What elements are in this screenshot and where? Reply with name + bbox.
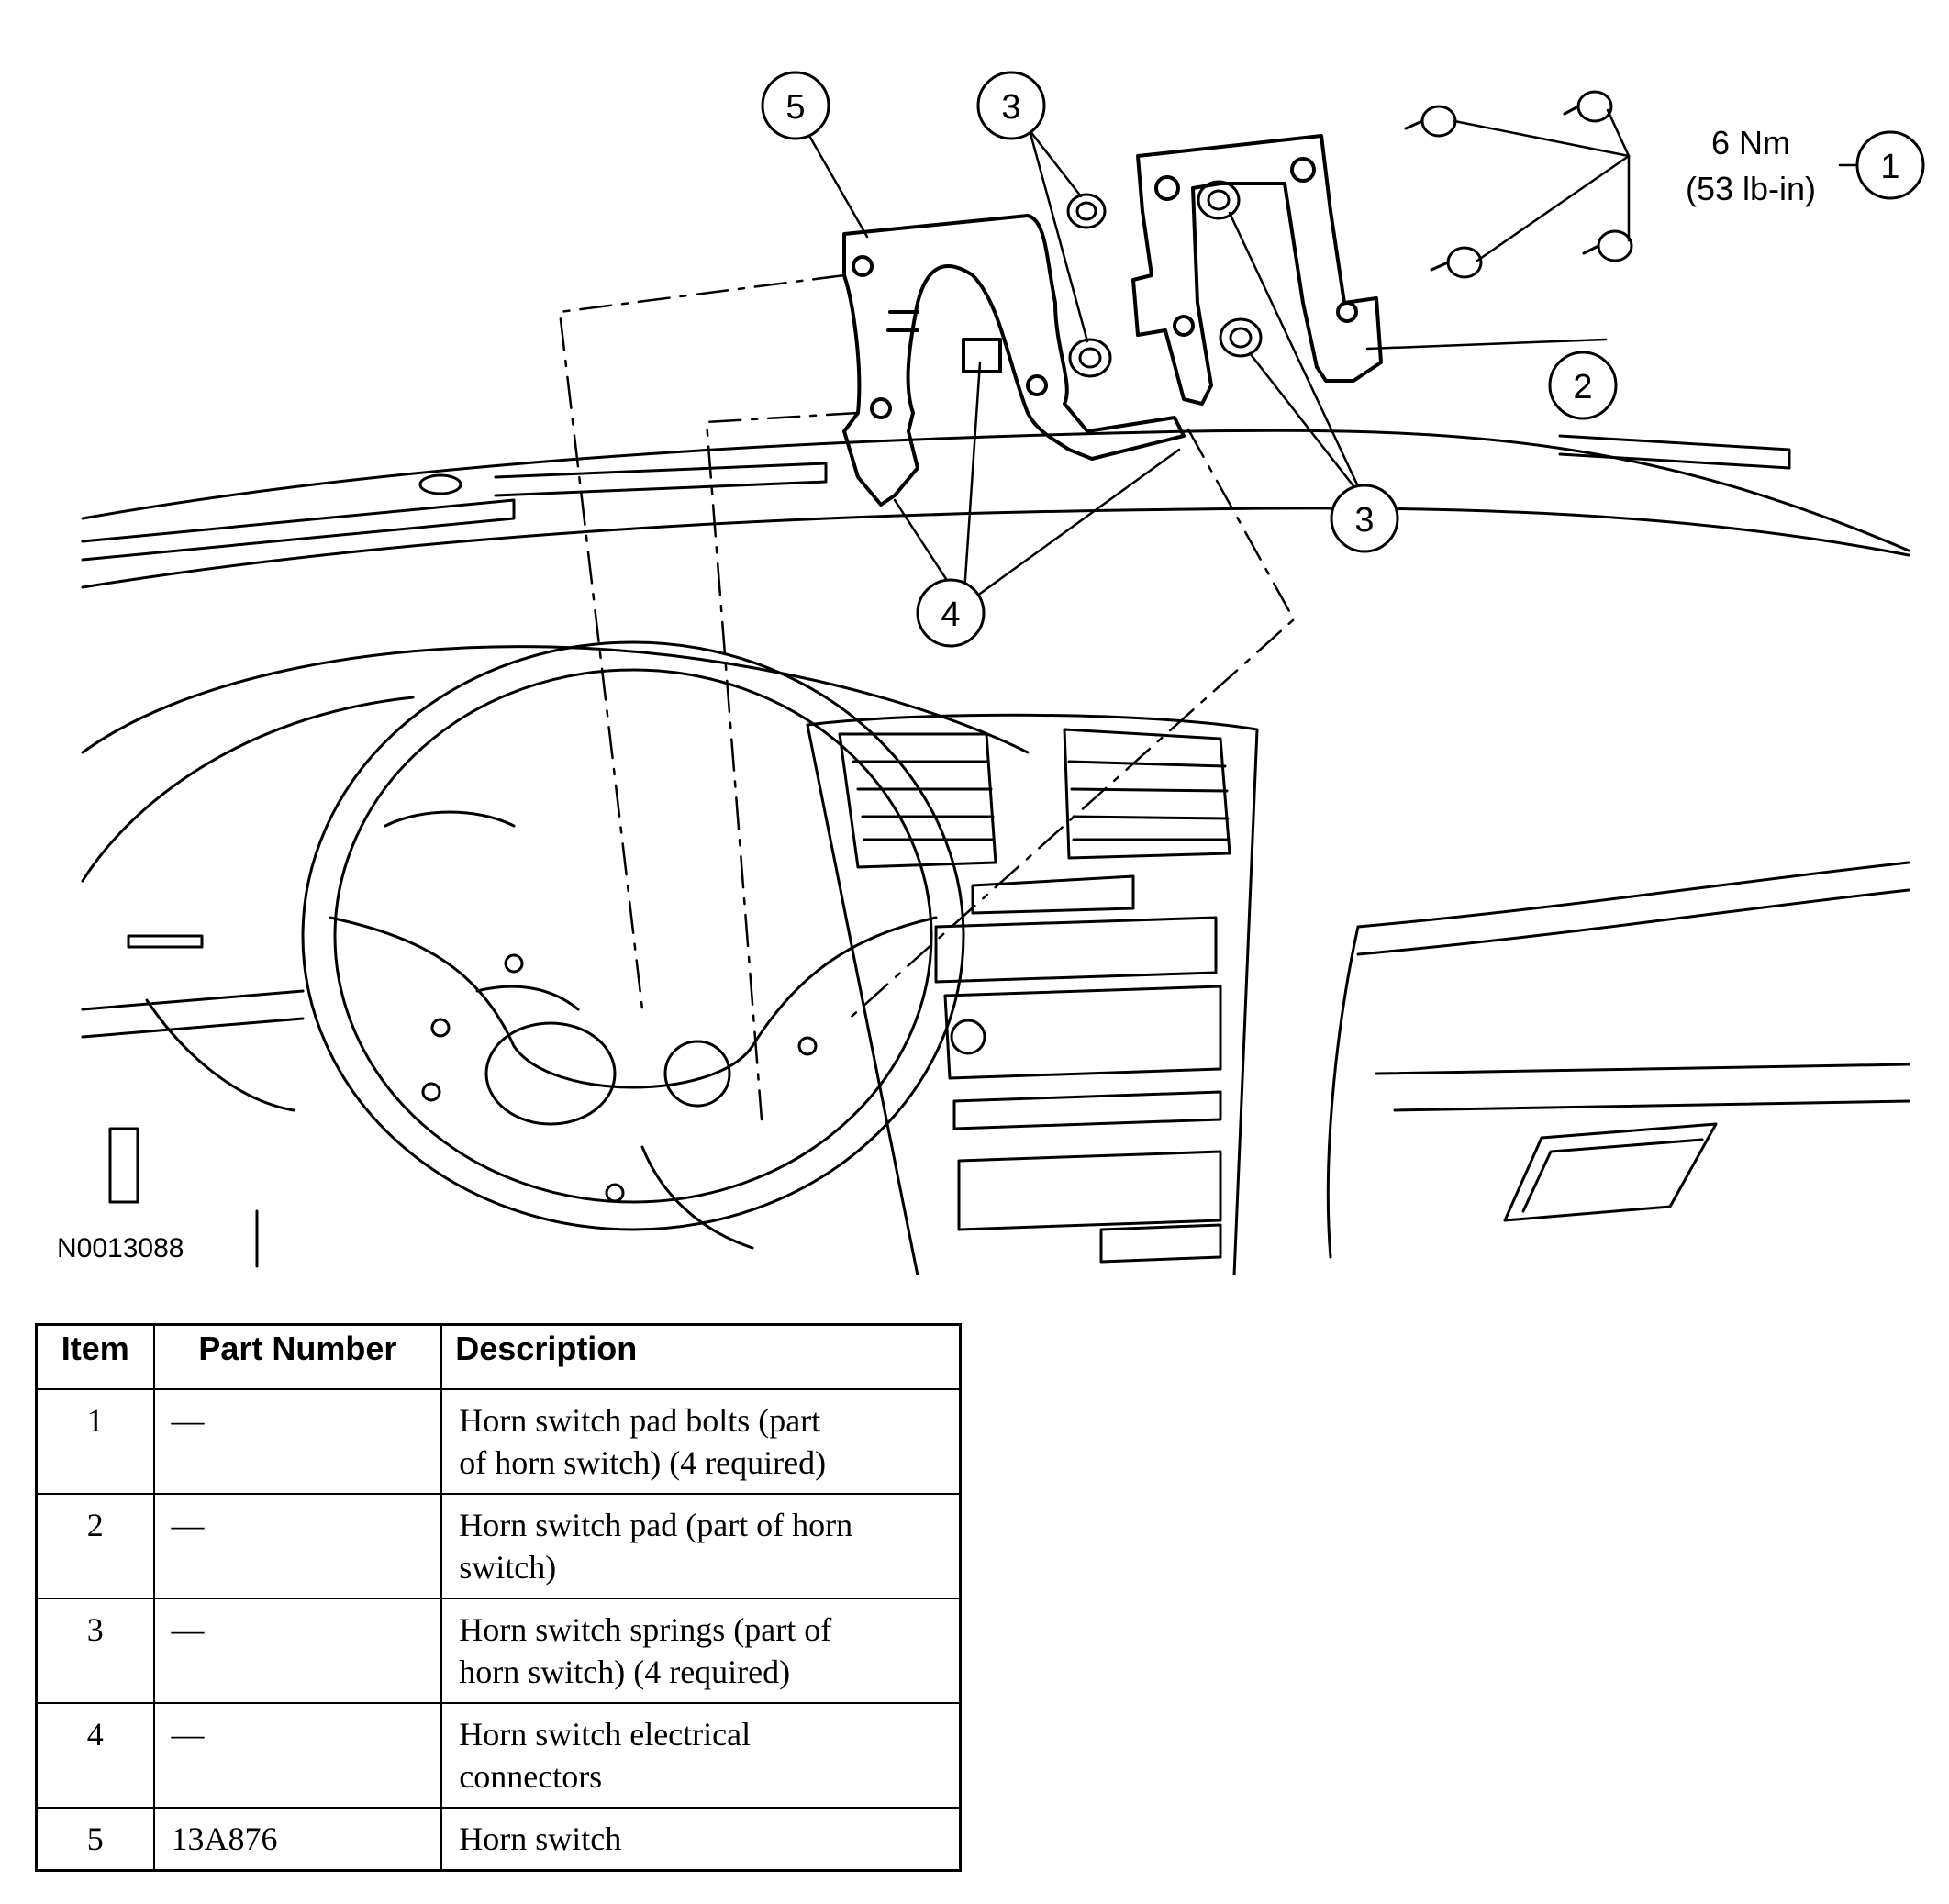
callout-leader-lines — [807, 108, 1857, 607]
table-header-row: Item Part Number Description — [35, 1323, 962, 1390]
callout-label-3-right: 3 — [1354, 501, 1374, 540]
description-cell: Horn switch pad bolts (part of horn switc… — [440, 1388, 962, 1495]
part-number-cell: — — [152, 1702, 443, 1809]
item-cell: 2 — [35, 1493, 155, 1599]
figure-id: N0013088 — [57, 1233, 184, 1264]
callout-label-5: 5 — [785, 88, 805, 127]
parts-table: Item Part Number Description 1 — Horn sw… — [35, 1323, 962, 1872]
callout-circle-1 — [1855, 130, 1925, 200]
dashboard-lower-outline — [81, 861, 1910, 1268]
part-number-cell: — — [152, 1598, 443, 1704]
description-line: Horn switch electrical — [459, 1716, 752, 1753]
description-line: connectors — [459, 1758, 603, 1795]
table-row: 3 — Horn switch springs (part of horn swi… — [35, 1598, 962, 1704]
item-cell: 1 — [35, 1388, 155, 1495]
callout-label-4: 4 — [941, 596, 960, 634]
callout-label-2: 2 — [1573, 368, 1592, 406]
description-line: Horn switch pad (part of horn — [459, 1507, 853, 1543]
description-cell: Horn switch pad (part of horn switch) — [440, 1493, 962, 1599]
description-cell: Horn switch — [440, 1807, 962, 1872]
installation-dashed-lines — [558, 273, 1296, 1121]
part-number-cell: 13A876 — [152, 1807, 443, 1872]
description-line: Horn switch — [459, 1820, 622, 1857]
callout-circle-3-right — [1330, 484, 1399, 553]
torque-spec-nm: 6 Nm — [1711, 124, 1790, 161]
callout-circle-5 — [761, 71, 830, 140]
horn-switch-pad-part — [1131, 134, 1383, 406]
item-cell: 4 — [35, 1702, 155, 1809]
item-cell: 5 — [35, 1807, 155, 1872]
part-number-cell: — — [152, 1493, 443, 1599]
table-row: 1 — Horn switch pad bolts (part of horn s… — [35, 1388, 962, 1495]
callout-label-3-top: 3 — [1001, 88, 1020, 127]
horn-switch-pad-bolts — [1404, 90, 1633, 279]
description-cell: Horn switch electrical connectors — [440, 1702, 962, 1809]
callout-label-1: 1 — [1880, 148, 1899, 186]
header-description: Description — [440, 1323, 962, 1390]
center-stack — [806, 713, 1259, 1275]
instrument-cluster-hood — [81, 645, 1030, 883]
callout-circle-4 — [916, 578, 986, 648]
description-line: horn switch) (4 required) — [459, 1653, 791, 1690]
header-part-number: Part Number — [152, 1323, 443, 1390]
item-cell: 3 — [35, 1598, 155, 1704]
horn-switch-part — [842, 214, 1186, 507]
callout-circle-3-top — [976, 71, 1046, 140]
table-row: 4 — Horn switch electrical connectors — [35, 1702, 962, 1809]
description-line: Horn switch springs (part of — [459, 1611, 832, 1648]
description-line: of horn switch) (4 required) — [459, 1444, 827, 1481]
torque-spec-lbin: (53 lb-in) — [1686, 170, 1816, 207]
table-row: 2 — Horn switch pad (part of horn switch) — [35, 1493, 962, 1599]
exploded-view-illustration: 1 2 3 3 4 5 6 Nm (53 lb-in) N0013088 — [57, 71, 1925, 1275]
description-line: switch) — [459, 1549, 557, 1586]
horn-switch-springs — [1066, 180, 1263, 378]
header-item: Item — [35, 1323, 155, 1390]
table-row: 5 13A876 Horn switch — [35, 1807, 962, 1872]
callout-circle-2 — [1548, 351, 1618, 420]
description-cell: Horn switch springs (part of horn switch)… — [440, 1598, 962, 1704]
dashboard-top-outline — [81, 429, 1910, 589]
steering-wheel — [301, 640, 965, 1250]
description-line: Horn switch pad bolts (part — [459, 1402, 821, 1439]
part-number-cell: — — [152, 1388, 443, 1495]
